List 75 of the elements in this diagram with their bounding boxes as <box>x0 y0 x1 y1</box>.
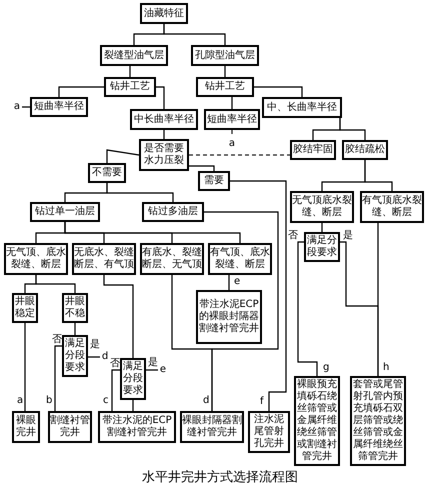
connector-line <box>74 323 76 335</box>
process-box: 有底水、裂缝断层、无气顶 <box>140 243 204 275</box>
process-box: 需要 <box>198 171 230 191</box>
connector-line <box>54 345 62 411</box>
process-box: 钻过单一油层 <box>30 202 100 222</box>
process-box: 裸眼预充填砾石绕丝筛管或金属纤维绕丝筛管或割缝衬管完井 <box>294 376 340 466</box>
process-box: 不需要 <box>88 163 126 183</box>
connector-line <box>224 66 226 77</box>
process-box: 钻井工艺 <box>104 77 156 97</box>
connector-line <box>204 211 279 411</box>
process-box: 裂缝型油气层 <box>100 45 168 66</box>
connector-letter: a <box>12 100 22 114</box>
process-box: 短曲率半径 <box>204 109 260 130</box>
connector-line <box>24 323 26 411</box>
connector-line <box>231 97 233 109</box>
edge-label: g <box>322 362 330 374</box>
process-box: 有气顶底水裂缝、断层 <box>360 191 424 223</box>
connector-line <box>146 369 158 371</box>
process-box: 有气顶、底水裂缝、断层 <box>208 243 272 275</box>
connector-line <box>230 180 287 411</box>
process-box: 带注水泥的ECP割缝衬管完井 <box>98 411 176 443</box>
connector-line <box>58 86 104 97</box>
process-box: 割缝衬管完井 <box>48 411 92 443</box>
process-box: 胶结牢固 <box>290 140 336 160</box>
connector-line <box>254 86 303 97</box>
process-box: 中长曲率半径 <box>130 109 198 130</box>
connector-line <box>35 275 76 293</box>
connector-line <box>132 400 134 411</box>
branch-label: 是 <box>343 230 353 242</box>
branch-label: 否 <box>110 358 120 370</box>
connector-line <box>377 223 379 376</box>
connector-line <box>129 66 131 77</box>
connector-line <box>111 369 120 411</box>
process-box: 钻过多油层 <box>142 202 204 222</box>
process-box: 短曲率半径 <box>30 97 88 117</box>
connector-line <box>364 160 393 191</box>
process-box: 裸眼封隔器割缝衬管完井 <box>180 411 244 443</box>
process-box: 满足分段要求 <box>304 232 340 262</box>
process-box: 胶结疏松 <box>342 140 388 160</box>
process-box: 带注水泥ECP的裸眼封隔器割缝衬管完井 <box>196 290 262 344</box>
branch-label: 否 <box>288 230 298 242</box>
process-box: 井眼不稳 <box>62 293 88 323</box>
connector-line <box>189 165 215 171</box>
connector-letter: d <box>100 350 110 364</box>
process-box: 中、长曲率半径 <box>262 97 342 118</box>
process-box: 无底水、裂缝断层、有气顶 <box>72 243 136 275</box>
connector-line <box>156 86 165 109</box>
connector-line <box>106 149 140 163</box>
process-box: 套管或尾管射孔管内预充填砾石双层筛管或绕丝筛管或金属纤维绕丝筛管完井 <box>350 376 406 466</box>
process-box: 油藏特征 <box>140 3 188 24</box>
process-box: 注水泥尾管射孔完井 <box>248 411 290 453</box>
process-box: 井眼稳定 <box>12 293 38 323</box>
connector-letter: e <box>158 363 168 377</box>
connector-line <box>188 154 290 156</box>
process-box: 无气顶、底水裂缝、断层 <box>4 243 68 275</box>
process-box: 满足分段要求 <box>120 358 146 400</box>
branch-label: 否 <box>52 334 62 346</box>
connector-line <box>339 118 366 140</box>
connector-line <box>103 275 134 358</box>
process-box: 裸眼完井 <box>12 411 40 443</box>
connector-line <box>88 356 100 358</box>
process-box: 钻井工艺 <box>196 77 254 97</box>
connector-line <box>163 24 226 45</box>
process-box: 孔隙型油气层 <box>191 45 259 66</box>
branch-label: 是 <box>90 339 100 351</box>
process-box: 满足分段要求 <box>62 335 88 377</box>
connector-line <box>106 183 174 202</box>
connector-line <box>228 275 230 290</box>
branch-label: 是 <box>148 357 158 369</box>
connector-letter: a <box>227 137 237 151</box>
process-box: 无气顶底水裂缝、断层 <box>290 191 354 223</box>
connector-line <box>297 241 318 376</box>
caption: 水平井完井方式选择流程图 <box>141 470 299 486</box>
connector-line <box>64 222 241 243</box>
process-box: 是否需要水力压裂 <box>139 139 189 171</box>
